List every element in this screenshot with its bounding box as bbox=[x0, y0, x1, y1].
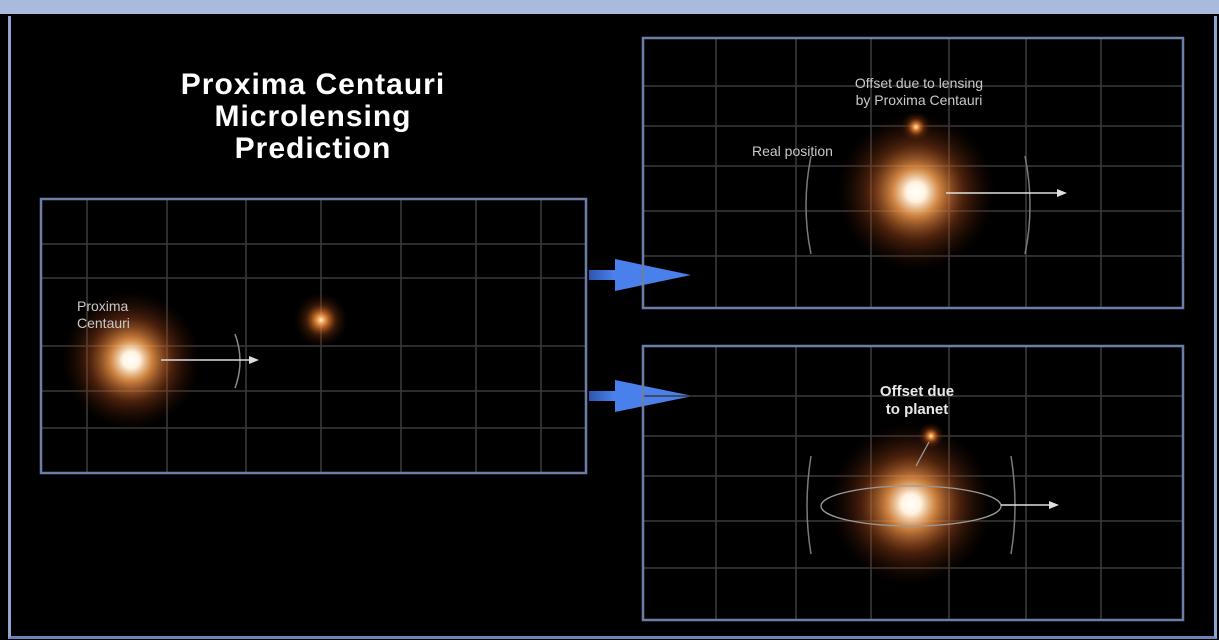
proxima-centauri-star bbox=[61, 290, 201, 430]
planet-offset-line bbox=[915, 441, 930, 467]
top-right-panel: Offset due to lensing by Proxima Centaur… bbox=[641, 36, 1185, 310]
arrow-to-top-panel bbox=[589, 259, 691, 291]
top-proxima-star bbox=[836, 112, 996, 272]
offset-planet-label-line-1: Offset due bbox=[880, 383, 954, 400]
diagram-title: Proxima Centauri Microlensing Prediction bbox=[181, 68, 445, 165]
top-right-panel-frame bbox=[641, 36, 1185, 310]
planet-orbit bbox=[820, 485, 1002, 527]
microlensing-diagram: Proxima Centauri Microlensing Prediction bbox=[39, 36, 1185, 622]
proxima-label-line-2: Centauri bbox=[77, 315, 130, 331]
lensing-curve bbox=[234, 333, 241, 389]
left-panel-frame bbox=[39, 197, 588, 475]
diagram-stage: Proxima Centauri Microlensing Prediction bbox=[8, 16, 1217, 639]
top-motion-arrow-head bbox=[1057, 189, 1067, 197]
motion-arrow-head bbox=[249, 356, 259, 364]
bottom-motion-arrow-head bbox=[1049, 501, 1059, 509]
lensed-star-image bbox=[900, 111, 932, 143]
title-line-2: Microlensing bbox=[214, 100, 411, 133]
bottom-right-panel: Offset due to planet bbox=[641, 344, 1185, 622]
left-panel: Proxima Centauri bbox=[39, 197, 588, 475]
offset-planet-label-line-2: to planet bbox=[886, 401, 949, 418]
proxima-label-line-1: Proxima bbox=[77, 298, 129, 314]
offset-lensing-label-line-1: Offset due to lensing bbox=[855, 75, 983, 91]
offset-lensing-label-line-2: by Proxima Centauri bbox=[856, 92, 983, 108]
title-line-3: Prediction bbox=[235, 132, 392, 165]
bottom-right-panel-frame bbox=[641, 344, 1185, 622]
background-star bbox=[293, 292, 349, 348]
bottom-lensing-curve-left bbox=[806, 455, 812, 555]
bottom-proxima-star bbox=[829, 422, 993, 586]
planet-offset-star-image bbox=[917, 422, 945, 450]
title-line-1: Proxima Centauri bbox=[181, 68, 445, 101]
real-position-label: Real position bbox=[752, 143, 833, 159]
top-lensing-curve-right bbox=[1024, 155, 1031, 255]
top-lensing-curve-left bbox=[805, 155, 812, 255]
